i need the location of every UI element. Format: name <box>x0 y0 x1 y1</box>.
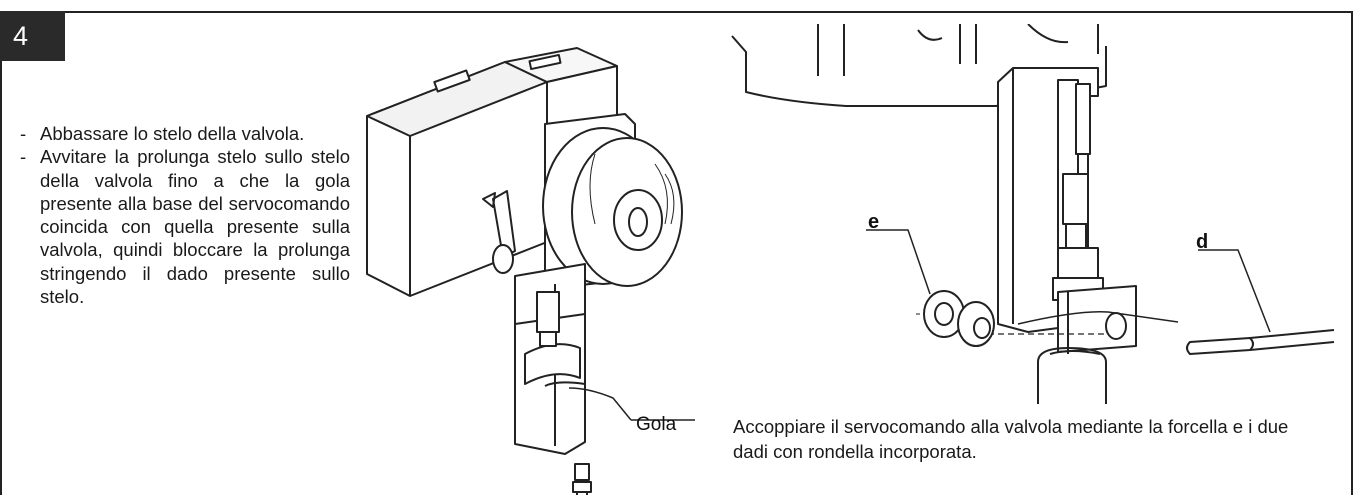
instruction-list: - Abbassare lo stelo della valvola. - Av… <box>20 122 350 308</box>
instruction-item: - Avvitare la prolunga stelo sullo stelo… <box>20 145 350 308</box>
coupling-illustration <box>728 24 1338 404</box>
bullet-dash: - <box>20 146 27 168</box>
callout-gola: Gola <box>636 414 677 435</box>
figure-caption: Accoppiare il servocomando alla valvola … <box>733 416 1289 462</box>
instruction-text: Abbassare lo stelo della valvola. <box>40 123 305 144</box>
actuator-illustration <box>355 24 715 495</box>
callout-d: d <box>1196 231 1209 253</box>
step-number-badge: 4 <box>0 11 65 61</box>
instruction-text: Avvitare la prolunga stelo sullo stelo d… <box>40 146 350 308</box>
step-frame <box>0 11 1353 495</box>
instruction-item: - Abbassare lo stelo della valvola. <box>20 122 350 145</box>
bullet-dash: - <box>20 123 27 144</box>
callout-e: e <box>868 211 880 233</box>
